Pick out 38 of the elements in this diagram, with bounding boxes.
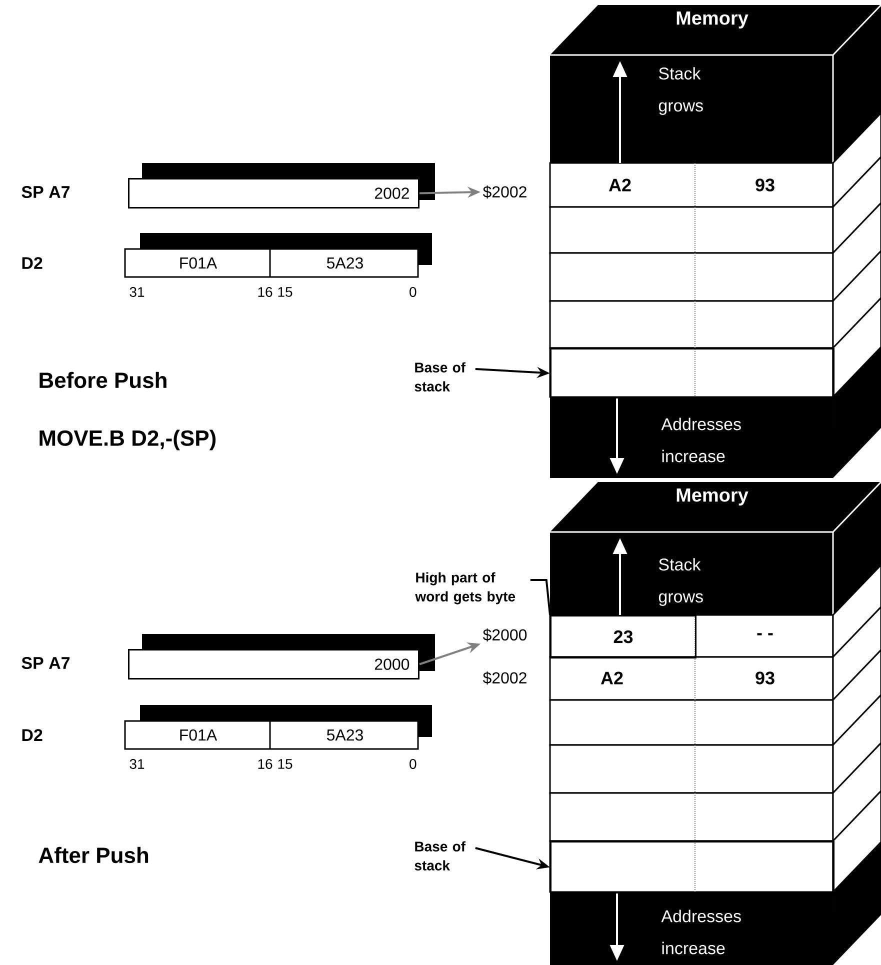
callout-text: Base of stack [414, 841, 466, 870]
register-name: SP A7 [22, 186, 70, 198]
memory-cell: 23 [550, 615, 696, 658]
memory-row [550, 841, 834, 894]
register-value: 5A23 [326, 729, 363, 741]
register-value: 5A23 [326, 257, 363, 269]
memory-title: Memory [676, 488, 748, 506]
register-name: D2 [22, 729, 42, 741]
leader-line [530, 579, 551, 616]
register-box: 2000 [128, 634, 435, 680]
callout-text: Base of stack [414, 362, 466, 392]
register-box: 2002 [128, 163, 435, 208]
memory-cell-value: - - [757, 633, 773, 636]
address-label: $2002 [482, 186, 526, 198]
bit-number: 0 [410, 759, 416, 769]
memory-title: Memory [676, 12, 748, 28]
register-value: F01A [180, 257, 218, 269]
address-label: $2002 [482, 672, 526, 684]
instruction-text: MOVE.B D2,-(SP) [40, 430, 216, 450]
heading: Before Push [40, 372, 166, 388]
memory-cell-value: 93 [756, 672, 774, 684]
bit-number: 15 [278, 759, 292, 769]
bit-number: 15 [278, 287, 292, 297]
bit-number: 16 [258, 759, 272, 769]
bit-number: 0 [410, 287, 416, 297]
memory-cell-value: A2 [608, 178, 631, 192]
bit-number: 16 [258, 287, 272, 297]
memory-row [550, 348, 834, 398]
register-value: F01A [180, 729, 218, 741]
memory-cell-value: 93 [756, 178, 774, 192]
bit-number: 31 [130, 759, 144, 769]
register-name: SP A7 [22, 656, 70, 670]
register-name: D2 [22, 257, 42, 269]
heading: After Push [38, 846, 148, 864]
bit-number: 31 [130, 287, 144, 297]
address-label: $2000 [482, 628, 527, 642]
direction-label: Stack grows [658, 67, 703, 115]
callout-text: High part of word gets byte [415, 572, 516, 604]
